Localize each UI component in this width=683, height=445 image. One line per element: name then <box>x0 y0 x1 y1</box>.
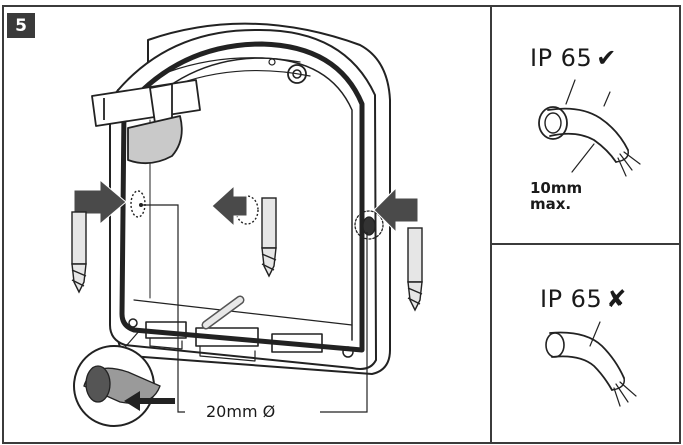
drill-point-left <box>130 190 146 218</box>
max-diameter-value: 10mm <box>530 179 583 197</box>
cable-gland-ok <box>538 79 641 177</box>
max-diameter-label: 10mm max. <box>530 180 582 212</box>
checkmark-icon: ✔ <box>596 44 617 72</box>
max-diameter-suffix: max. <box>530 195 572 213</box>
enclosure-housing <box>109 22 391 375</box>
arrow-right <box>373 186 419 234</box>
ip-rating-ok-label: IP 65✔ <box>530 44 617 72</box>
lid-flap <box>91 79 201 165</box>
ip-rating-ok-text: IP 65 <box>530 44 593 72</box>
outer-frame <box>2 5 681 444</box>
step-number-badge: 5 <box>7 13 35 38</box>
drill-bit-center <box>261 197 277 278</box>
dimension-lines <box>141 204 368 413</box>
cross-icon: ✘ <box>606 285 627 313</box>
cable-no-gland <box>545 321 637 407</box>
ip-rating-bad-label: IP 65✘ <box>540 285 627 313</box>
drill-diameter-label: 20mm Ø <box>202 402 280 421</box>
arrow-center <box>211 184 248 228</box>
drill-point-center <box>235 195 259 225</box>
ip-rating-bad-text: IP 65 <box>540 285 603 313</box>
drill-bit-right <box>407 227 423 312</box>
hole-callout <box>73 329 175 427</box>
drill-bits <box>71 197 423 312</box>
drill-bit-left <box>71 211 87 294</box>
